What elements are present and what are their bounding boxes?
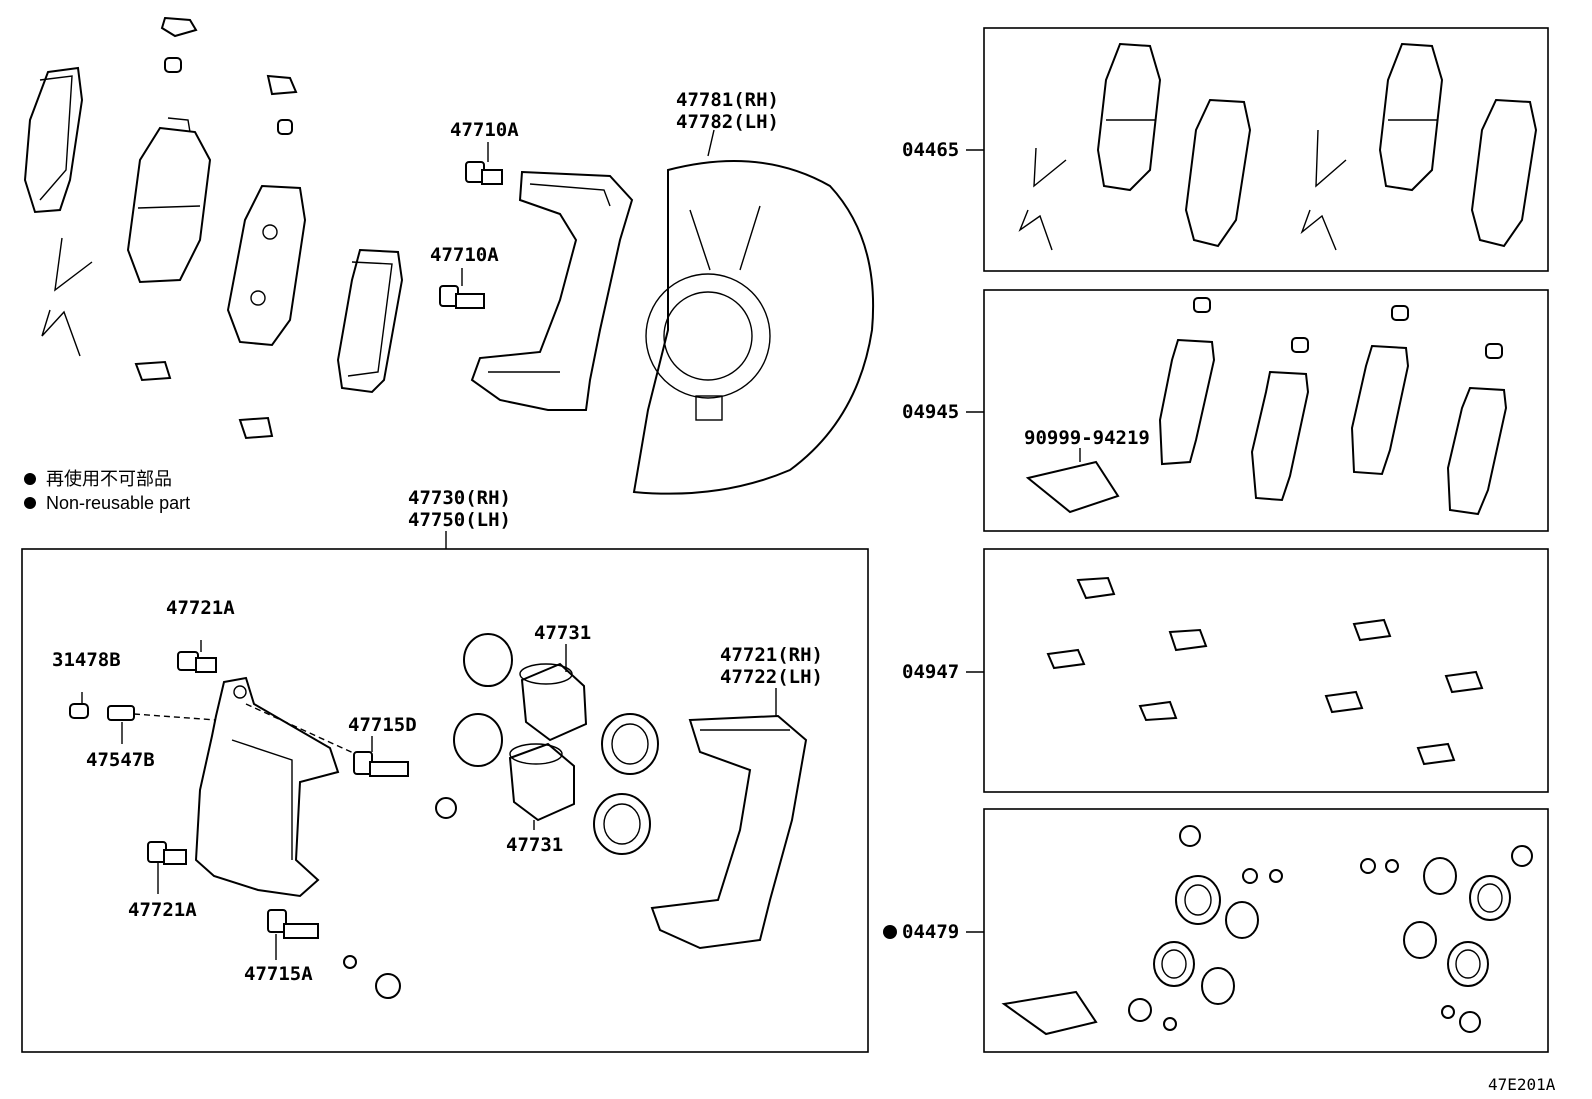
callout-47710a-mid: 47710A bbox=[430, 244, 499, 266]
non-reusable-bullet-icon bbox=[883, 925, 897, 939]
grease-packet-icon bbox=[1025, 460, 1120, 514]
grease-packet-icon bbox=[1001, 990, 1098, 1036]
pad-inner-1 bbox=[226, 184, 307, 347]
slide-bushing bbox=[343, 797, 457, 999]
slide-pin-47715a bbox=[267, 909, 319, 939]
callout-47710a-top: 47710A bbox=[450, 119, 519, 141]
bolt-47710a-top bbox=[465, 161, 503, 185]
caliper-mounting-bracket bbox=[470, 170, 634, 411]
kit-box-04947 bbox=[983, 548, 1549, 793]
slide-pin-bolt-47721a-top bbox=[177, 651, 217, 673]
piston-boots bbox=[593, 713, 659, 855]
callout-47782-lh: 47782(LH) bbox=[676, 111, 779, 133]
anti-rattle-spring-1 bbox=[41, 237, 93, 357]
bleeder-plug-47547b bbox=[107, 705, 135, 721]
callout-47721a-top: 47721A bbox=[166, 597, 235, 619]
disc-brake-dust-cover bbox=[632, 160, 875, 495]
kit-04479-seals bbox=[1128, 825, 1533, 1033]
pad-shim-outer-1 bbox=[23, 66, 84, 214]
leader-dash bbox=[133, 713, 217, 721]
kit-box-04945 bbox=[983, 289, 1549, 532]
bleeder-cap-31478b bbox=[69, 703, 89, 719]
callout-47731-bottom: 47731 bbox=[506, 834, 563, 856]
pad-shim-inner-1 bbox=[336, 248, 404, 394]
callout-47547b: 47547B bbox=[86, 749, 155, 771]
slide-pin-bolt-47721a-bottom bbox=[147, 841, 187, 865]
kit-code-04947: 04947 bbox=[902, 661, 959, 683]
callout-47721-rh: 47721(RH) bbox=[720, 644, 823, 666]
piston-47731-bottom bbox=[508, 742, 575, 822]
pad-support-clip-1 bbox=[134, 16, 298, 440]
kit-04947-clips bbox=[1046, 576, 1484, 766]
callout-47781-rh: 47781(RH) bbox=[676, 89, 779, 111]
callout-31478b: 31478B bbox=[52, 649, 121, 671]
piston-47731-top bbox=[519, 662, 588, 742]
callout-47715d: 47715D bbox=[348, 714, 417, 736]
kit-04945-shims bbox=[1158, 297, 1508, 516]
kit-code-04479: 04479 bbox=[902, 921, 959, 943]
leader-dash bbox=[245, 703, 361, 757]
caliper-bracket-47721 bbox=[650, 714, 808, 950]
callout-47721a-bottom: 47721A bbox=[128, 899, 197, 921]
legend-english: Non-reusable part bbox=[46, 493, 190, 513]
kit-box-04479 bbox=[983, 808, 1549, 1053]
piston-seal-rings bbox=[453, 633, 513, 767]
callout-47730-rh: 47730(RH) bbox=[408, 487, 511, 509]
caliper-body bbox=[194, 676, 340, 898]
callout-47722-lh: 47722(LH) bbox=[720, 666, 823, 688]
bleeder-cap-1 bbox=[164, 57, 293, 135]
callout-47750-lh: 47750(LH) bbox=[408, 509, 511, 531]
kit-code-04465: 04465 bbox=[902, 139, 959, 161]
callout-47731-top: 47731 bbox=[534, 622, 591, 644]
kit-box-04465 bbox=[983, 27, 1549, 272]
pad-outer-1 bbox=[126, 117, 212, 284]
non-reusable-bullet-icon bbox=[24, 473, 36, 485]
callout-90999-94219: 90999-94219 bbox=[1024, 427, 1150, 449]
kit-code-04945: 04945 bbox=[902, 401, 959, 423]
slide-pin-47715d bbox=[353, 751, 409, 777]
legend-japanese: 再使用不可部品 bbox=[46, 469, 172, 489]
callout-47715a: 47715A bbox=[244, 963, 313, 985]
bolt-47710a-mid bbox=[439, 285, 485, 309]
non-reusable-bullet-icon bbox=[24, 497, 36, 509]
diagram-id: 47E201A bbox=[1488, 1075, 1556, 1094]
kit-04465-pads bbox=[1018, 42, 1538, 251]
caliper-assembly-frame bbox=[21, 548, 869, 1053]
